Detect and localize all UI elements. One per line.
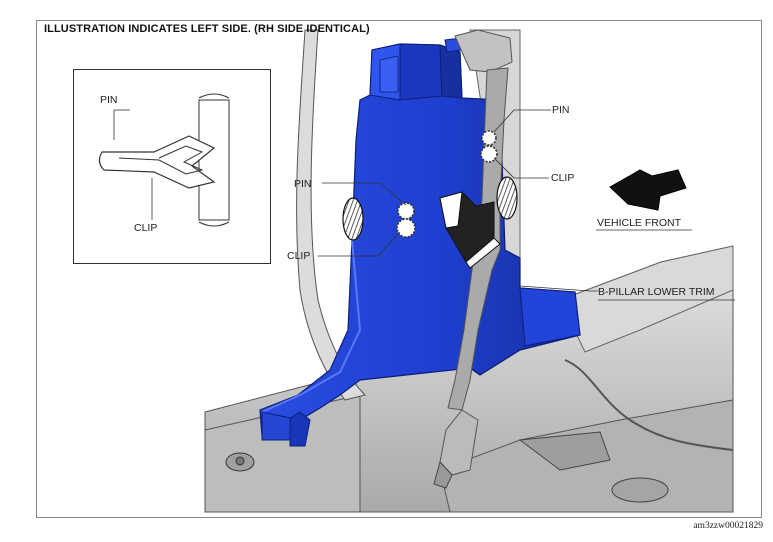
removal-direction-arrow	[439, 191, 501, 269]
pin-clip-marker-right	[480, 130, 498, 163]
page-title: ILLUSTRATION INDICATES LEFT SIDE. (RH SI…	[44, 23, 370, 35]
vehicle-front-arrow	[609, 169, 687, 211]
vehicle-front-label: VEHICLE FRONT	[597, 217, 682, 229]
pin-label-right: PIN	[552, 104, 570, 116]
pin-clip-detail-inset: PIN CLIP	[73, 69, 271, 264]
leader-lines	[318, 109, 735, 301]
clip-label-right: CLIP	[551, 172, 575, 184]
pin-clip-cross-section	[98, 93, 230, 227]
inset-clip-label: CLIP	[134, 222, 158, 234]
pin-clip-marker-left	[396, 202, 416, 238]
pin-label-left: PIN	[294, 178, 312, 190]
figure-id: am3zzw00021829	[693, 521, 763, 531]
clip-hole-right	[496, 176, 518, 220]
clip-hole-left	[342, 197, 364, 241]
clip-label-left: CLIP	[287, 250, 311, 262]
trim-name-label: B-PILLAR LOWER TRIM	[598, 286, 715, 298]
inset-pin-label: PIN	[100, 94, 118, 106]
